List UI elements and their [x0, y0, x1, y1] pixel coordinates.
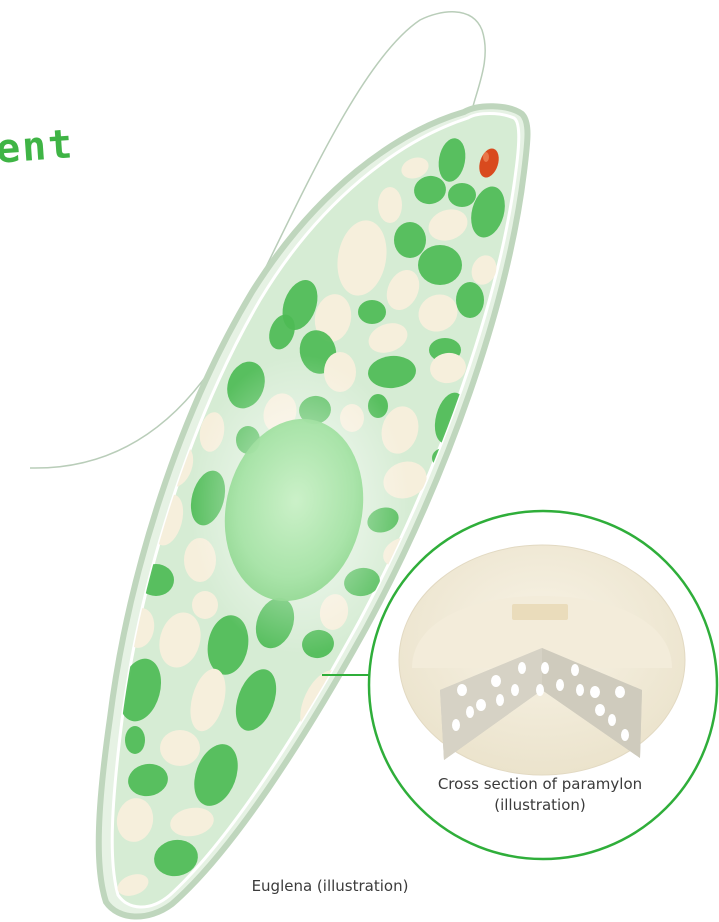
page-heading-fragment: ent	[0, 121, 76, 172]
paramylon-caption-line1: Cross section of paramylon	[400, 774, 680, 795]
paramylon-cross-section	[399, 545, 685, 775]
chloroplast	[358, 300, 386, 324]
paramylon-granule	[160, 730, 200, 766]
paramylon-caption: Cross section of paramylon (illustration…	[400, 774, 680, 816]
paramylon-caption-line2: (illustration)	[400, 795, 680, 816]
euglena-caption: Euglena (illustration)	[230, 876, 430, 897]
paramylon-granule	[378, 187, 402, 223]
chloroplast	[418, 245, 462, 285]
chloroplast	[448, 183, 476, 207]
chloroplast	[456, 282, 484, 318]
chloroplast	[394, 222, 426, 258]
chloroplast	[125, 726, 145, 754]
